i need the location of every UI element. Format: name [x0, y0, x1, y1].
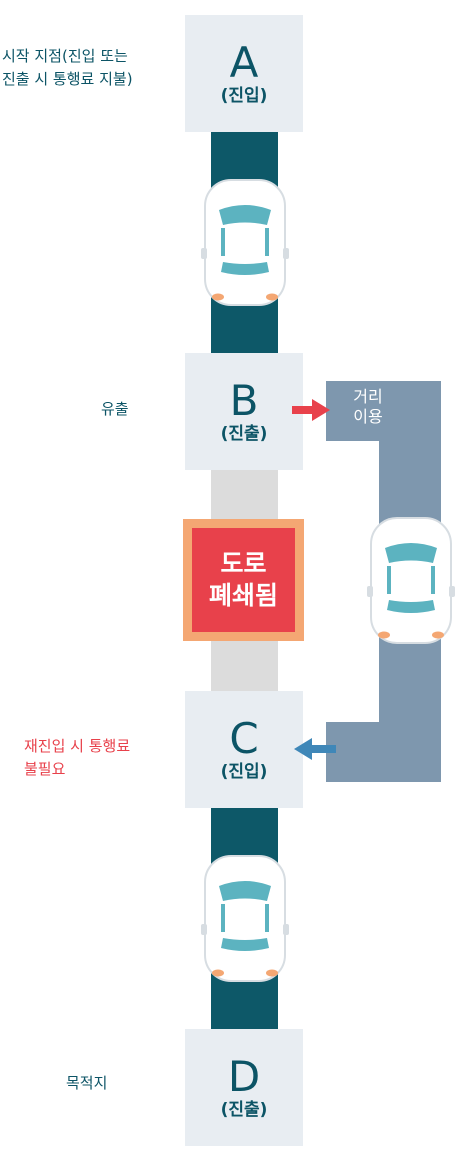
station-a-sub: (진입) [220, 85, 268, 106]
detour-label: 거리 이용 [333, 387, 403, 427]
station-a: A (진입) [185, 15, 303, 132]
road-closed-line2: 폐쇄됨 [208, 581, 278, 610]
start-point-line2: 진출 시 통행료 지불) [2, 70, 133, 88]
station-d-letter: D [227, 1051, 261, 1101]
exit-label: 유출 [101, 400, 129, 418]
detour-bottom [326, 722, 441, 782]
destination-label: 목적지 [66, 1074, 108, 1092]
car-icon [366, 517, 456, 644]
reentry-label: 재진입 시 통행료 불필요 [24, 735, 130, 781]
station-c: C (진입) [185, 691, 303, 808]
detour-label-line1: 거리 [353, 387, 383, 406]
start-point-line1: 시작 지점(진입 또는 [2, 47, 128, 65]
station-a-letter: A [229, 37, 259, 87]
reentry-line2: 불필요 [24, 760, 66, 778]
detour-label-line2: 이용 [353, 407, 383, 426]
reentry-line1: 재진입 시 통행료 [24, 737, 131, 755]
station-c-letter: C [229, 713, 259, 763]
car-icon [200, 179, 290, 306]
arrow-right-icon [292, 399, 330, 421]
road-closed-sign: 도로 폐쇄됨 [183, 519, 304, 641]
station-b-letter: B [229, 375, 259, 425]
car-icon [200, 855, 290, 982]
station-b: B (진출) [185, 353, 303, 470]
station-d: D (진출) [185, 1029, 303, 1146]
station-c-sub: (진입) [220, 761, 268, 782]
arrow-left-icon [294, 738, 336, 760]
road-closed-line1: 도로 [220, 549, 267, 578]
start-point-label: 시작 지점(진입 또는 진출 시 통행료 지불) [2, 45, 133, 91]
station-b-sub: (진출) [220, 423, 268, 444]
station-d-sub: (진출) [220, 1099, 268, 1120]
